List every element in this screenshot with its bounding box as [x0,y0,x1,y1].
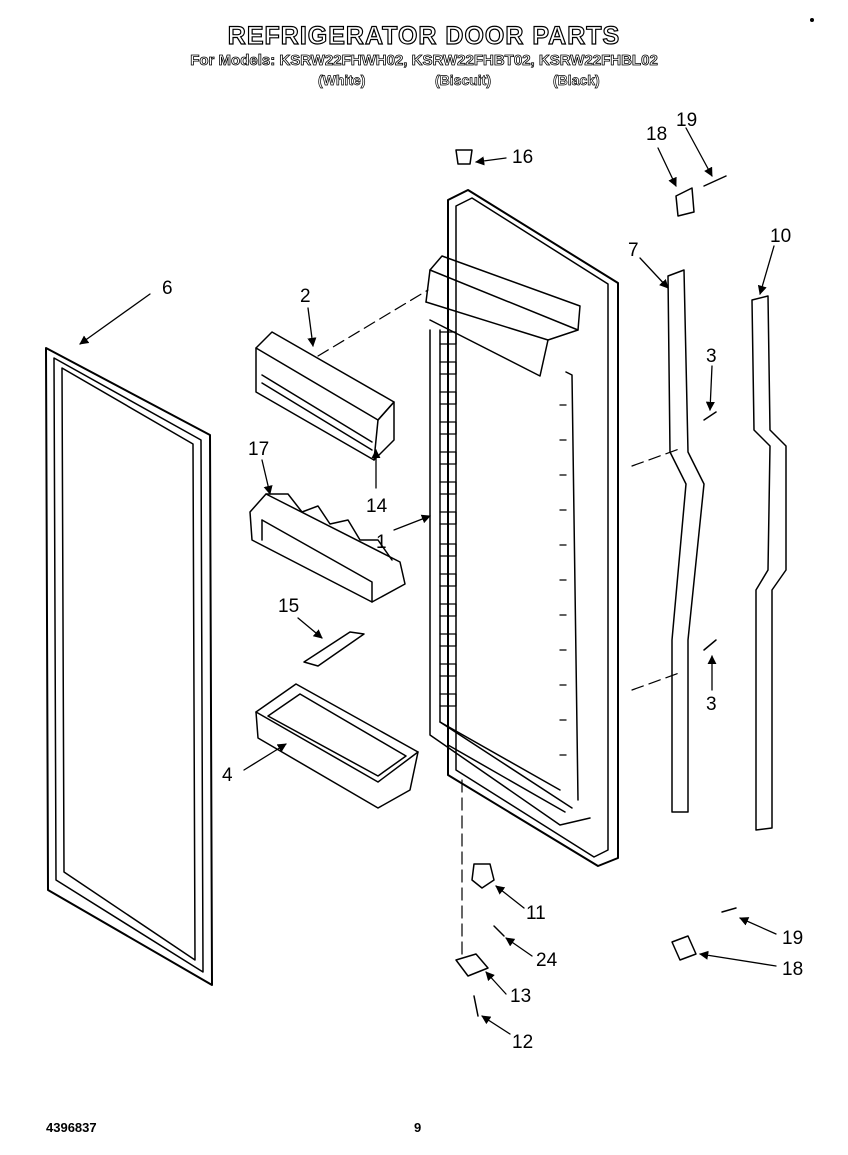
callout-3-upper: 3 [706,346,717,367]
screw-part-24 [493,925,505,937]
bracket-part-lower [671,935,697,961]
clip-part [303,631,365,667]
bracket-part-upper [675,187,695,217]
leader-arrows [79,127,777,1035]
callout-18-bottom: 18 [782,959,803,980]
callout-24: 24 [536,950,558,971]
variant-biscuit: (Biscuit) [435,72,492,89]
callout-16: 16 [512,147,533,168]
door-bin-part [255,683,419,809]
gasket-strip-part [751,295,787,831]
screw-part-lower [721,907,737,913]
screw-part-b [703,639,717,651]
screw-part-upper [703,175,727,187]
callout-1: 1 [376,532,387,553]
variant-white: (White) [318,72,366,89]
callout-17: 17 [248,439,269,460]
page-title: REFRIGERATOR DOOR PARTS [227,21,621,50]
screw-part-a [703,411,717,421]
callout-18-top: 18 [646,124,667,145]
document-number: 4396837 [46,1120,97,1135]
screw-part-12 [473,995,479,1017]
callout-12: 12 [512,1032,533,1053]
callout-13: 13 [510,986,531,1007]
page-number: 9 [414,1120,422,1135]
alignment-lines [317,289,683,961]
cover-part [255,331,395,461]
callout-11: 11 [526,903,546,924]
callout-14: 14 [366,496,388,517]
callout-10: 10 [770,226,791,247]
hinge-pin-part [471,863,495,889]
door-channel-part [667,269,705,813]
models-line: For Models: KSRW22FHWH02, KSRW22FHBT02, … [190,52,658,70]
callout-3-lower: 3 [706,694,717,715]
callout-19-bottom: 19 [782,928,803,949]
callout-6: 6 [162,278,173,299]
callout-4: 4 [222,765,233,786]
variant-black: (Black) [553,72,600,89]
callout-15: 15 [278,596,299,617]
door-gasket-part [45,347,213,986]
callout-19-top: 19 [676,110,697,131]
hinge-bracket-part [455,953,489,977]
door-assembly-part [425,189,619,867]
callout-7: 7 [628,240,639,261]
callout-2: 2 [300,286,311,307]
plug-part [455,149,473,165]
corner-mark [810,18,814,22]
